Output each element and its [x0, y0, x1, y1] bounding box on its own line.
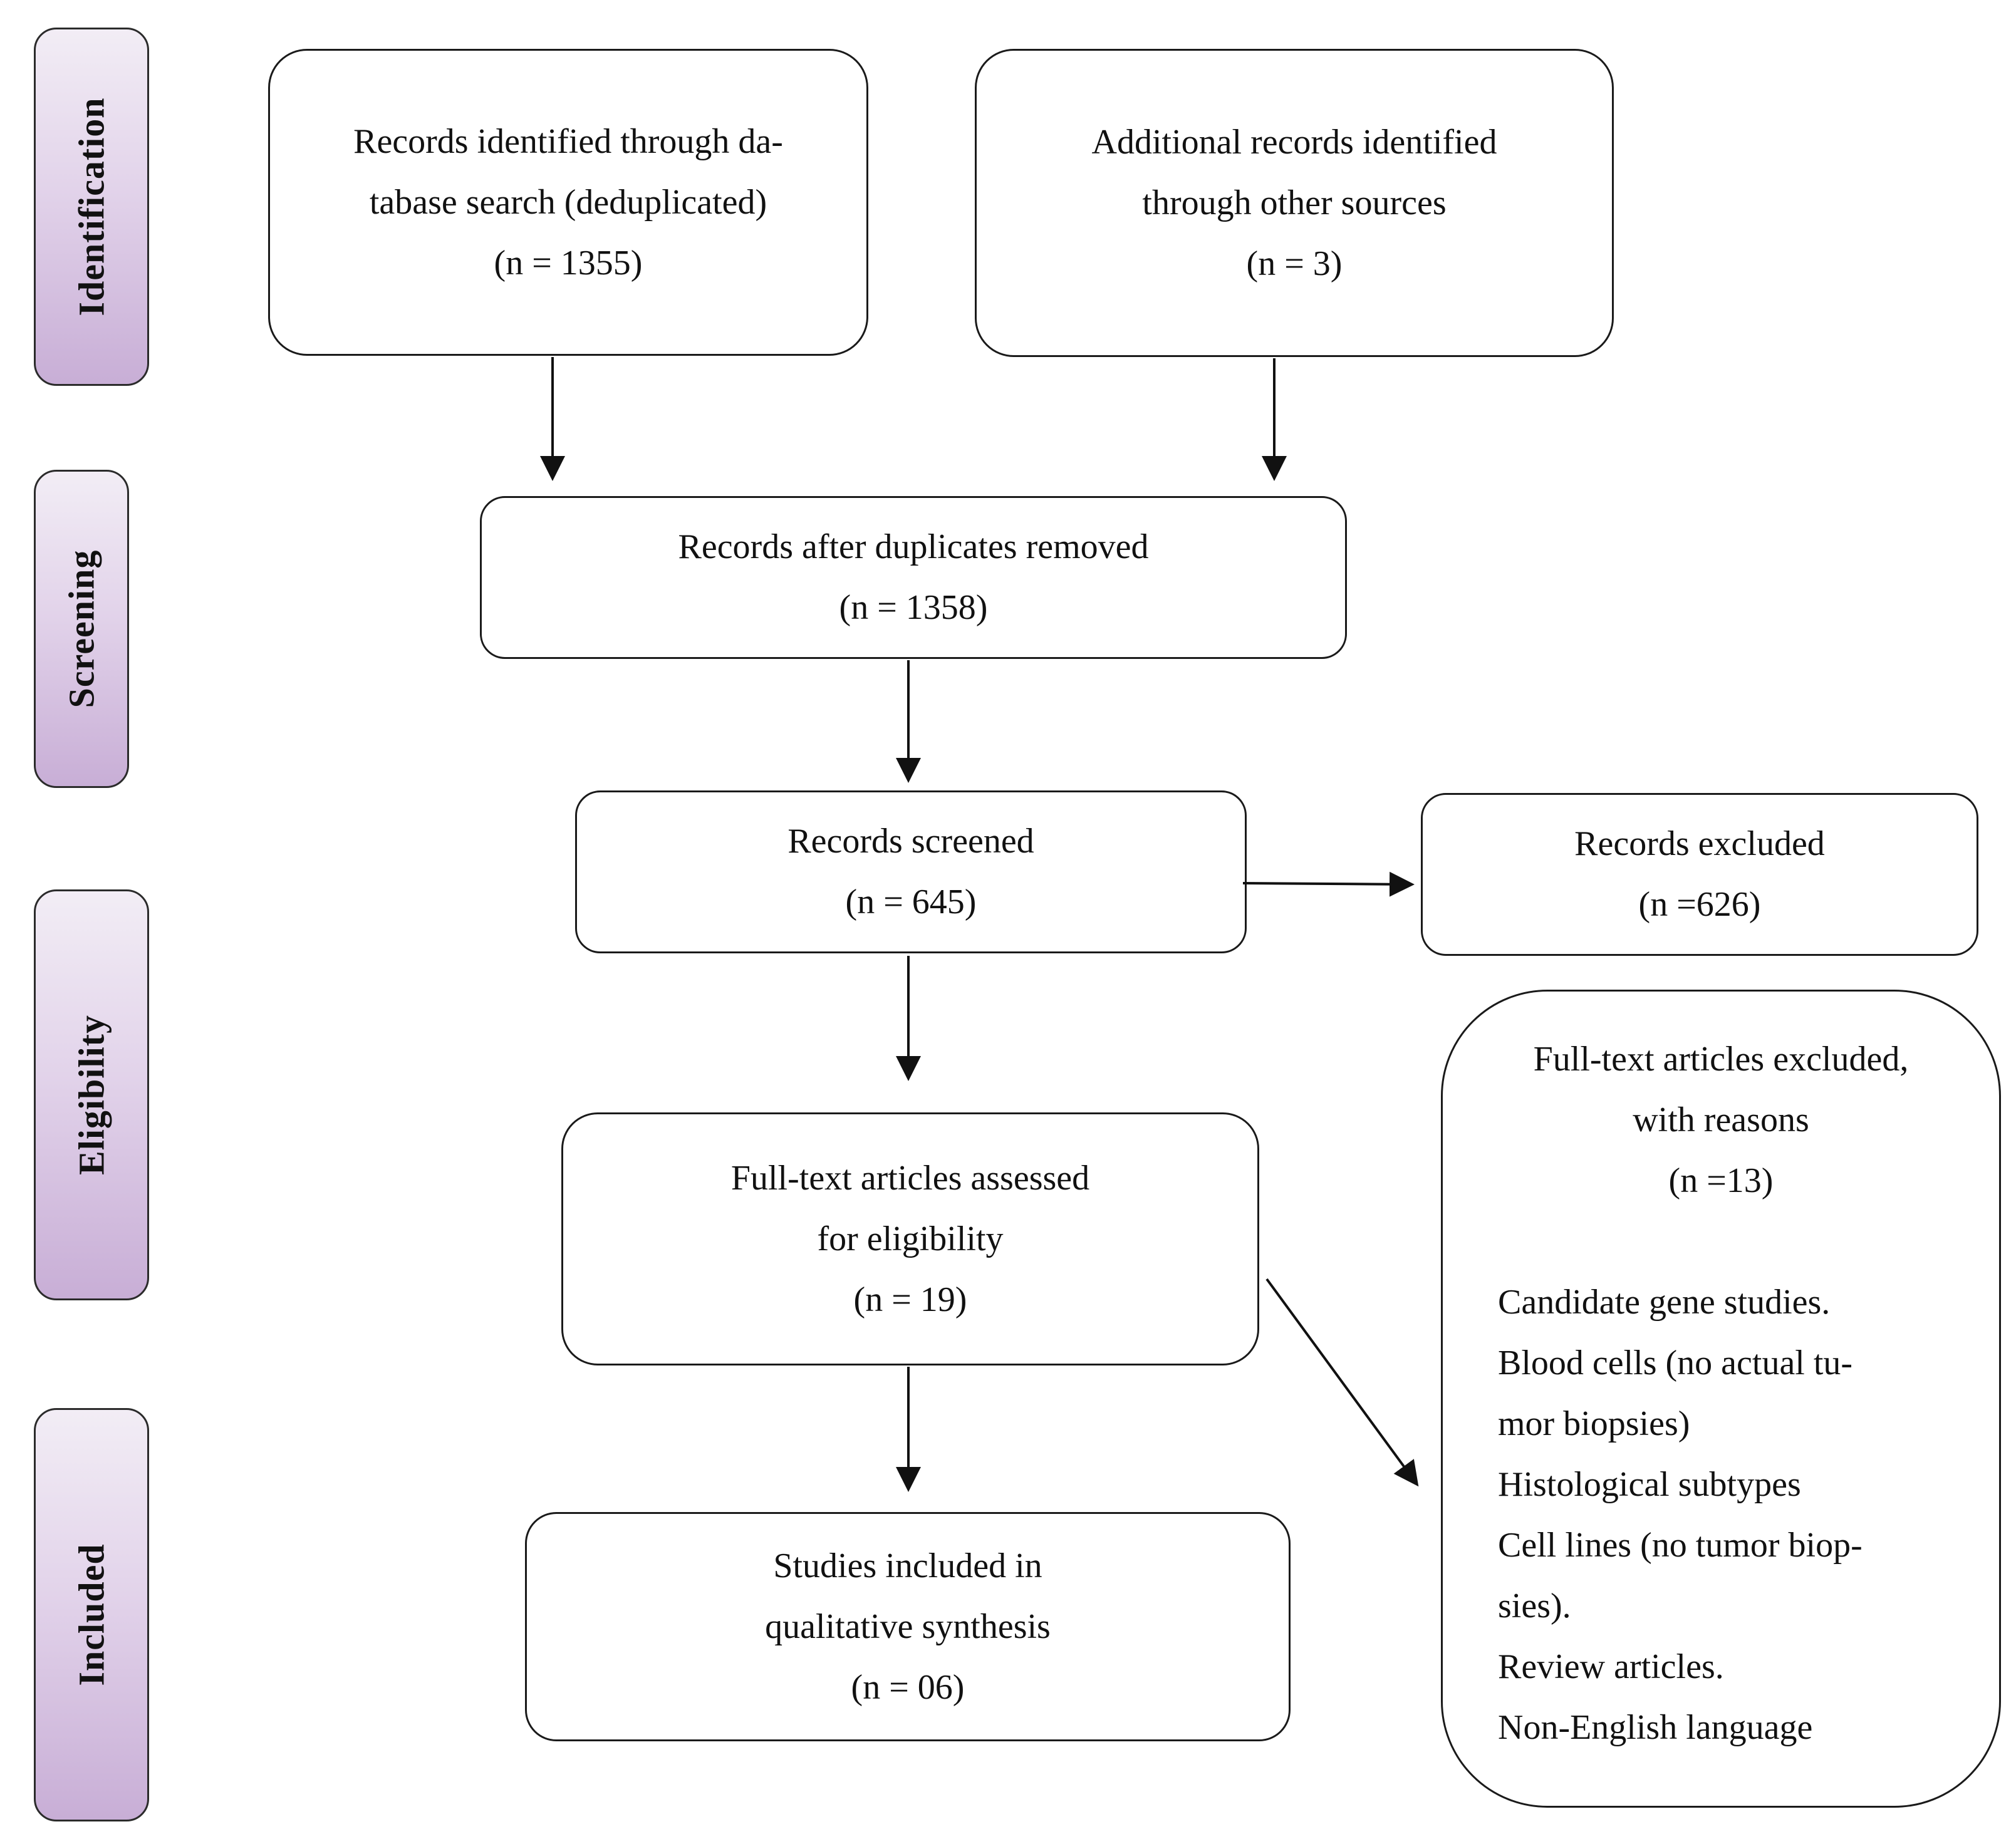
records-excluded-box: Records excluded (n =626) [1421, 793, 1978, 956]
exclusion-reason: sies). [1498, 1587, 1571, 1625]
stage-eligibility: Eligibility [34, 889, 149, 1300]
full-text-assessed-line-2: for eligibility [817, 1219, 1004, 1258]
exclusion-reason: Cell lines (no tumor biop- [1498, 1526, 1863, 1565]
exclusion-reason: Blood cells (no actual tu- [1498, 1344, 1853, 1382]
other-sources-box: Additional records identified through ot… [975, 49, 1614, 357]
after-duplicates-box: Records after duplicates removed (n = 13… [480, 496, 1347, 659]
stage-screening: Screening [34, 470, 129, 788]
after-duplicates-count: (n = 1358) [839, 588, 988, 627]
arrow-screened-to-excluded [1242, 871, 1415, 897]
full-text-excluded-line-1: Full-text articles excluded, [1533, 1040, 1909, 1079]
other-sources-line-2: through other sources [1142, 183, 1447, 222]
records-screened-line-1: Records screened [787, 822, 1034, 861]
included-studies-line-1: Studies included in [773, 1546, 1042, 1585]
exclusion-reasons-list: Candidate gene studies. Blood cells (no … [1443, 1272, 1999, 1758]
other-sources-count: (n = 3) [1246, 244, 1343, 283]
included-studies-count: (n = 06) [851, 1667, 965, 1707]
stage-identification: Identification [34, 28, 149, 386]
full-text-assessed-box: Full-text articles assessed for eligibil… [561, 1112, 1259, 1365]
records-excluded-line-1: Records excluded [1574, 824, 1825, 863]
full-text-excluded-count: (n =13) [1668, 1161, 1774, 1200]
stage-included: Included [34, 1408, 149, 1821]
included-studies-line-2: qualitative synthesis [765, 1607, 1051, 1646]
full-text-excluded-box: Full-text articles excluded, with reason… [1441, 990, 2001, 1808]
arrow-full-text-to-excluded-reasons [1265, 1278, 1419, 1487]
after-duplicates-line-1: Records after duplicates removed [678, 527, 1149, 566]
full-text-assessed-line-1: Full-text articles assessed [730, 1158, 1090, 1198]
exclusion-reason: Histological subtypes [1498, 1465, 1801, 1504]
database-search-line-1: Records identified through da- [353, 122, 783, 161]
records-screened-count: (n = 645) [845, 883, 977, 921]
exclusion-reason: Non-English language [1498, 1708, 1813, 1747]
database-search-line-2: tabase search (deduplicated) [369, 182, 767, 222]
database-search-box: Records identified through da- tabase se… [268, 49, 868, 356]
exclusion-reason: Candidate gene studies. [1498, 1283, 1831, 1322]
records-excluded-count: (n =626) [1638, 885, 1761, 924]
exclusion-reason: Review articles. [1498, 1647, 1724, 1686]
full-text-excluded-line-2: with reasons [1633, 1101, 1809, 1139]
database-search-count: (n = 1355) [494, 243, 643, 282]
full-text-assessed-count: (n = 19) [853, 1280, 967, 1319]
exclusion-reason: mor biopsies) [1498, 1404, 1690, 1443]
records-screened-box: Records screened (n = 645) [575, 790, 1247, 953]
included-studies-box: Studies included in qualitative synthesi… [525, 1512, 1291, 1741]
other-sources-line-1: Additional records identified [1091, 122, 1497, 162]
